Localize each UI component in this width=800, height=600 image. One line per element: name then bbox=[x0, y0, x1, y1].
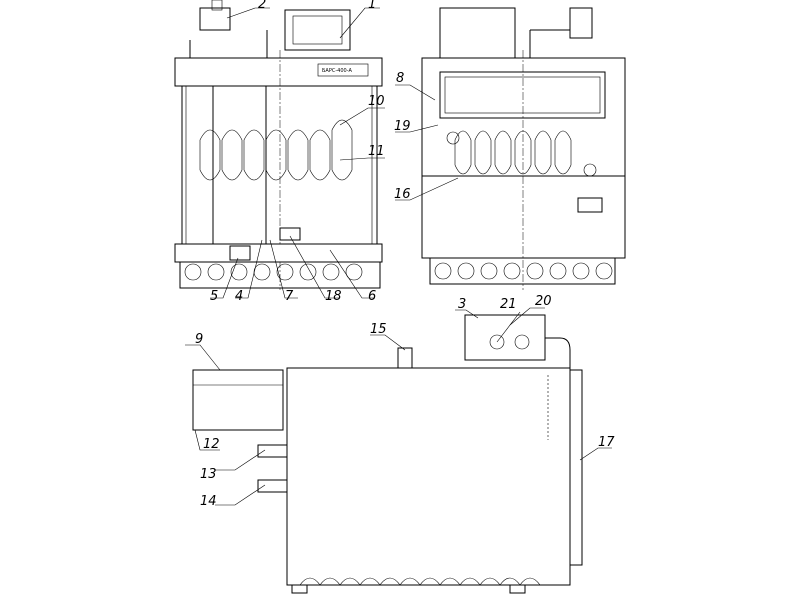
callout-13: 13 bbox=[200, 467, 217, 482]
leaders bbox=[185, 7, 612, 506]
tank bbox=[192, 369, 284, 431]
callout-3: 3 bbox=[458, 297, 466, 312]
callout-labels: 1 2 10 11 5 4 7 18 6 8 19 16 3 21 20 15 … bbox=[195, 0, 615, 509]
callout-14: 14 bbox=[200, 494, 217, 509]
gas-valve-top bbox=[199, 7, 231, 31]
callout-16: 16 bbox=[394, 187, 411, 202]
callout-17: 17 bbox=[598, 435, 615, 450]
callout-11: 11 bbox=[368, 144, 385, 159]
callout-5: 5 bbox=[210, 289, 218, 304]
callout-12: 12 bbox=[203, 437, 220, 452]
side-view bbox=[192, 314, 583, 594]
burner-row-left bbox=[179, 261, 381, 289]
rear-view bbox=[421, 7, 626, 290]
callout-10: 10 bbox=[368, 94, 385, 109]
heat-exchanger-coils bbox=[199, 119, 353, 181]
callout-1: 1 bbox=[368, 0, 376, 12]
callout-8: 8 bbox=[396, 71, 404, 86]
callout-20: 20 bbox=[535, 294, 552, 309]
top-panel bbox=[174, 57, 383, 87]
model-plate: БАРС-400-А bbox=[322, 68, 353, 74]
callout-4: 4 bbox=[235, 289, 243, 304]
callout-7: 7 bbox=[285, 289, 294, 304]
callout-6: 6 bbox=[368, 289, 376, 304]
main-body bbox=[286, 367, 571, 586]
lower-panel bbox=[174, 243, 383, 263]
callout-21: 21 bbox=[500, 297, 517, 312]
front-view: БАРС-400-А bbox=[174, 0, 383, 290]
valve-block bbox=[464, 314, 546, 361]
callout-15: 15 bbox=[370, 322, 387, 337]
callout-19: 19 bbox=[394, 119, 411, 134]
observation-window bbox=[439, 71, 606, 119]
display-panel bbox=[284, 9, 351, 51]
callout-9: 9 bbox=[195, 332, 203, 347]
side-panel bbox=[569, 369, 583, 566]
callout-18: 18 bbox=[325, 289, 342, 304]
callout-2: 2 bbox=[258, 0, 266, 12]
